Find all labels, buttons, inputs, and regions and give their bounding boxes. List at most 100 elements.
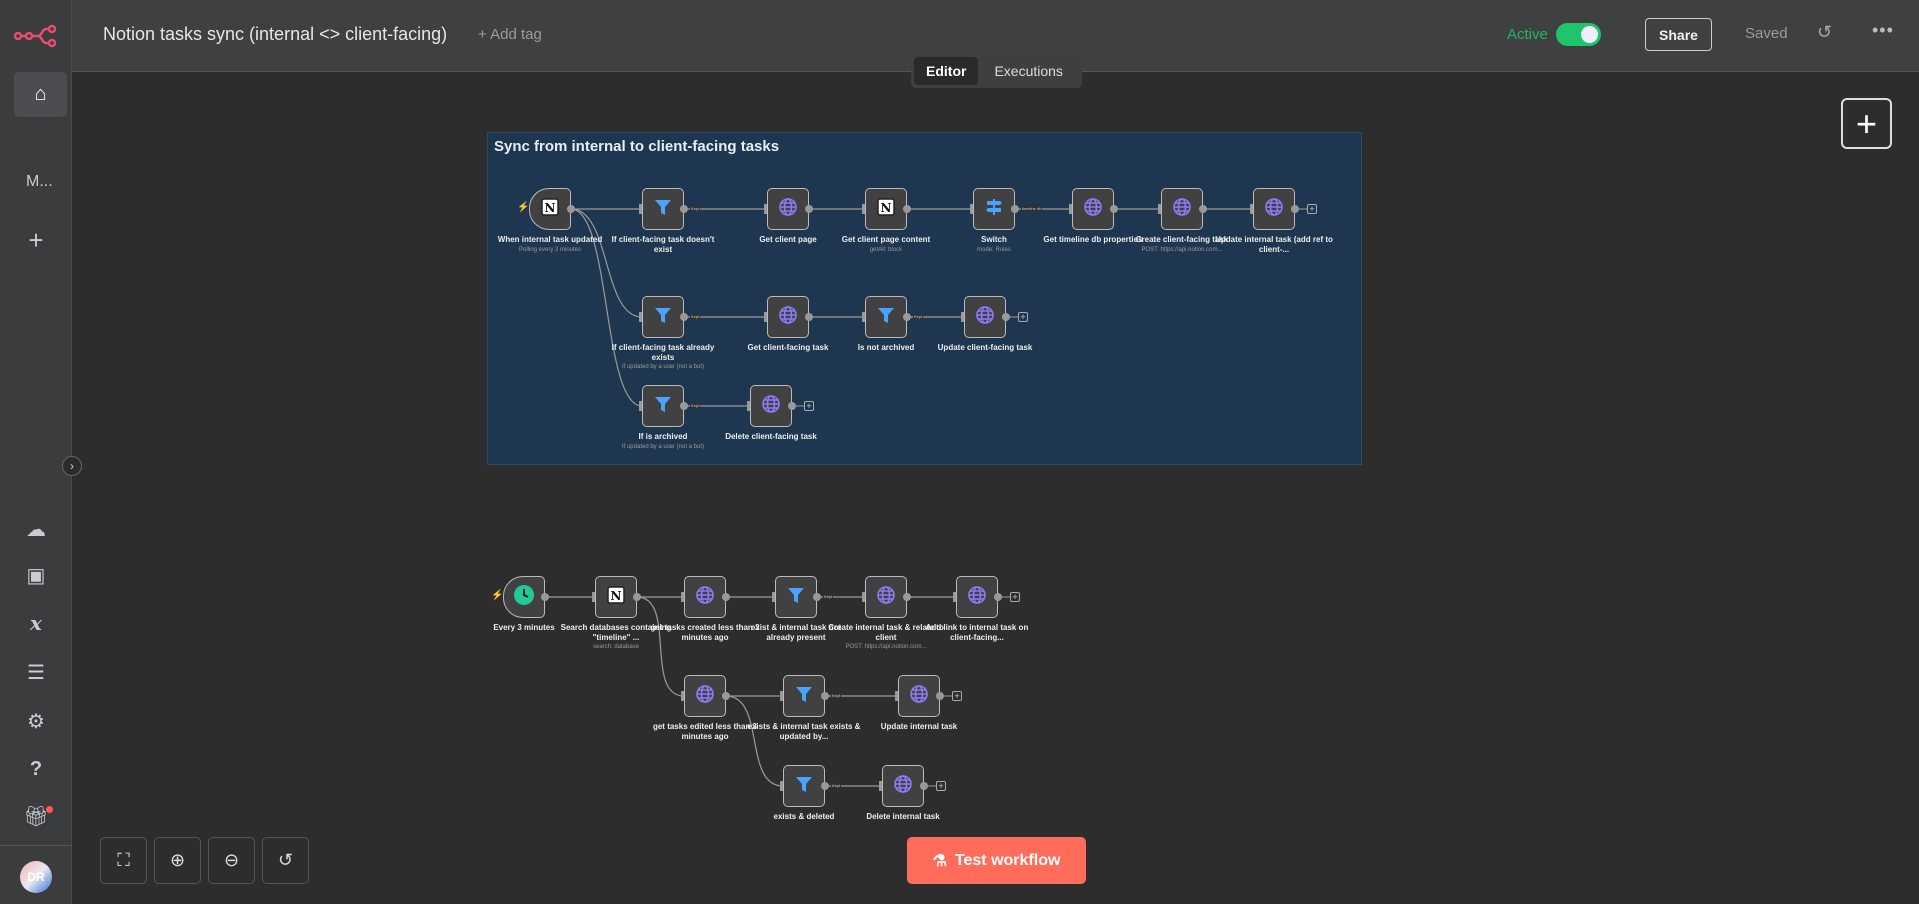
- output-handle[interactable]: [722, 692, 730, 700]
- output-handle[interactable]: [994, 593, 1002, 601]
- input-handle[interactable]: [862, 312, 865, 322]
- workflow-node[interactable]: [964, 296, 1006, 338]
- input-handle[interactable]: [780, 691, 783, 701]
- input-handle[interactable]: [1250, 204, 1253, 214]
- test-workflow-button[interactable]: ⚗Test workflow: [907, 837, 1086, 884]
- zoom-in-button[interactable]: ⊕: [154, 837, 201, 884]
- history-icon[interactable]: ↺: [1817, 22, 1833, 42]
- input-handle[interactable]: [764, 204, 767, 214]
- output-handle[interactable]: [680, 205, 688, 213]
- workflow-node[interactable]: [767, 188, 809, 230]
- input-handle[interactable]: [953, 592, 956, 602]
- output-handle[interactable]: [567, 205, 575, 213]
- output-handle[interactable]: [903, 313, 911, 321]
- output-handle[interactable]: [1291, 205, 1299, 213]
- output-handle[interactable]: [1002, 313, 1010, 321]
- output-handle[interactable]: [903, 205, 911, 213]
- tab-executions[interactable]: Executions: [994, 63, 1063, 79]
- workflow-node[interactable]: N: [865, 188, 907, 230]
- workflow-node[interactable]: N: [595, 576, 637, 618]
- gift-icon[interactable]: 🎁︎: [23, 805, 49, 828]
- share-button[interactable]: Share: [1645, 18, 1712, 51]
- fit-view-button[interactable]: ⛶: [100, 837, 147, 884]
- add-next-node-button[interactable]: +: [1010, 592, 1020, 602]
- connection[interactable]: [725, 695, 784, 787]
- add-node-button[interactable]: +: [1841, 98, 1892, 149]
- sticky-note[interactable]: Sync from internal to client-facing task…: [487, 132, 1362, 465]
- output-handle[interactable]: [920, 782, 928, 790]
- add-tag-button[interactable]: + Add tag: [478, 26, 542, 43]
- output-handle[interactable]: [680, 313, 688, 321]
- output-handle[interactable]: [805, 313, 813, 321]
- output-handle[interactable]: [903, 593, 911, 601]
- connection[interactable]: [636, 596, 685, 697]
- input-handle[interactable]: [1158, 204, 1161, 214]
- input-handle[interactable]: [862, 592, 865, 602]
- templates-icon[interactable]: ▣: [26, 564, 46, 587]
- home-button[interactable]: ⌂: [14, 72, 67, 117]
- output-handle[interactable]: [680, 402, 688, 410]
- output-handle[interactable]: [1199, 205, 1207, 213]
- output-handle[interactable]: [805, 205, 813, 213]
- input-handle[interactable]: [639, 312, 642, 322]
- avatar[interactable]: DR: [20, 861, 52, 893]
- output-handle[interactable]: [1110, 205, 1118, 213]
- connection[interactable]: [570, 208, 643, 318]
- workflow-node[interactable]: [642, 188, 684, 230]
- input-handle[interactable]: [780, 781, 783, 791]
- workflow-node[interactable]: [882, 765, 924, 807]
- workflow-node[interactable]: [750, 385, 792, 427]
- workflow-title[interactable]: Notion tasks sync (internal <> client-fa…: [103, 24, 448, 44]
- workflow-node[interactable]: [684, 576, 726, 618]
- add-next-node-button[interactable]: +: [804, 401, 814, 411]
- reset-zoom-button[interactable]: ↺: [262, 837, 309, 884]
- output-handle[interactable]: [936, 692, 944, 700]
- executions-list-icon[interactable]: ☰: [27, 661, 45, 684]
- output-handle[interactable]: [821, 692, 829, 700]
- add-next-node-button[interactable]: +: [1307, 204, 1317, 214]
- input-handle[interactable]: [970, 204, 973, 214]
- input-handle[interactable]: [681, 691, 684, 701]
- project-item[interactable]: M...: [26, 173, 53, 190]
- output-handle[interactable]: [541, 593, 549, 601]
- output-handle[interactable]: [788, 402, 796, 410]
- workflow-node[interactable]: N: [529, 188, 571, 230]
- workflow-node[interactable]: [783, 765, 825, 807]
- workflow-node[interactable]: [767, 296, 809, 338]
- workflow-node[interactable]: [642, 296, 684, 338]
- workflow-node[interactable]: [684, 675, 726, 717]
- workflow-node[interactable]: [503, 576, 545, 618]
- add-icon[interactable]: +: [28, 224, 44, 255]
- input-handle[interactable]: [639, 401, 642, 411]
- cloud-icon[interactable]: ☁: [26, 518, 46, 541]
- zoom-out-button[interactable]: ⊖: [208, 837, 255, 884]
- sidebar-expand-button[interactable]: ›: [62, 456, 82, 476]
- input-handle[interactable]: [895, 691, 898, 701]
- workflow-node[interactable]: [642, 385, 684, 427]
- tab-editor[interactable]: Editor: [914, 57, 979, 85]
- input-handle[interactable]: [764, 312, 767, 322]
- input-handle[interactable]: [879, 781, 882, 791]
- help-icon[interactable]: ?: [29, 757, 43, 780]
- input-handle[interactable]: [639, 204, 642, 214]
- workflow-node[interactable]: [956, 576, 998, 618]
- workflow-node[interactable]: [865, 296, 907, 338]
- workflow-node[interactable]: [775, 576, 817, 618]
- output-handle[interactable]: [813, 593, 821, 601]
- input-handle[interactable]: [681, 592, 684, 602]
- input-handle[interactable]: [772, 592, 775, 602]
- workflow-node[interactable]: [1253, 188, 1295, 230]
- input-handle[interactable]: [592, 592, 595, 602]
- workflow-node[interactable]: [973, 188, 1015, 230]
- output-handle[interactable]: [633, 593, 641, 601]
- more-options-icon[interactable]: •••: [1872, 20, 1894, 40]
- add-next-node-button[interactable]: +: [1018, 312, 1028, 322]
- input-handle[interactable]: [862, 204, 865, 214]
- input-handle[interactable]: [747, 401, 750, 411]
- output-handle[interactable]: [1011, 205, 1019, 213]
- n8n-logo[interactable]: [13, 24, 58, 53]
- input-handle[interactable]: [961, 312, 964, 322]
- input-handle[interactable]: [1069, 204, 1072, 214]
- workflow-node[interactable]: [865, 576, 907, 618]
- connection[interactable]: [570, 208, 643, 407]
